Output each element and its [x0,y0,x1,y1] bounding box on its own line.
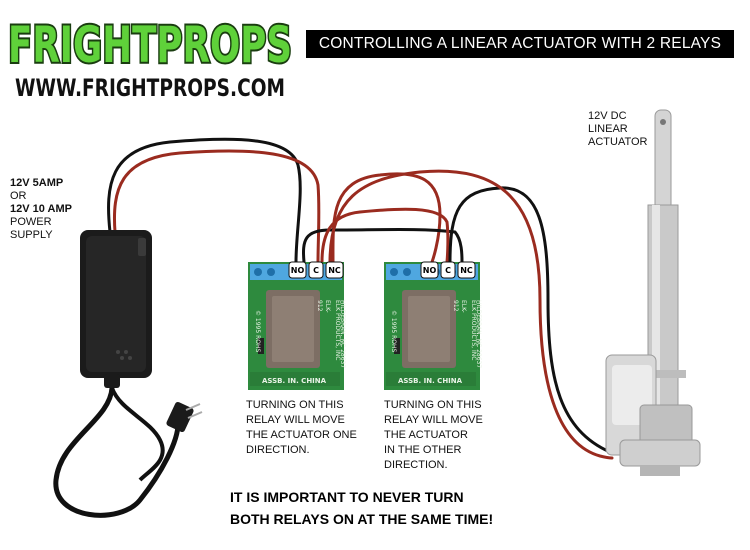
relay-2-terminal-no: NO [423,266,437,275]
relay-1-maker: ELK PRODUCTS, INC [334,300,341,360]
relay-2-caption-line: THE ACTUATOR [384,429,468,441]
relay-1-assembly: ASSB. IN. CHINA [262,377,327,385]
relay-2-caption-line: TURNING ON THIS [384,399,482,411]
relay-2-board [384,262,480,390]
wire-psu-red [113,149,321,264]
relay-1-caption-line: RELAY WILL MOVE [246,414,345,426]
warning-text: IT IS IMPORTANT TO NEVER TURN BOTH RELAY… [230,486,530,530]
relay-2-assembly: ASSB. IN. CHINA [398,377,463,385]
fright-props-logo: FRIGHTPROPS WWW.FRIGHTPROPS.COM [6,14,294,102]
relay-1-rohs: © 1995 ROHS [254,310,261,352]
relay-2-part: ELK- [460,300,467,313]
actuator-label: 12V DC LINEAR ACTUATOR [588,110,688,149]
relay-2-address: HILDEBRAN, NC 28637 [475,300,482,368]
power-supply-label: 12V 5AMP OR 12V 10 AMP POWER SUPPLY [10,177,120,242]
relay-1-terminals: NO C NC [288,261,344,279]
wire-black-cross [302,228,464,264]
relay-2-terminal-nc: NC [460,266,473,275]
page-title: CONTROLLING A LINEAR ACTUATOR WITH 2 REL… [306,30,734,58]
psu-label-line-3: 12V 10 AMP [10,203,72,215]
power-supply [53,230,203,518]
wire-psu-black [107,137,302,264]
psu-label-line-4: POWER [10,216,52,228]
wire-red-cross-2 [320,207,450,264]
warning-line-2: BOTH RELAYS ON AT THE SAME TIME! [230,511,494,527]
relay-2-model: 912 [452,300,459,312]
relay-1-part: ELK- [324,300,331,313]
relay-1-board [248,262,344,390]
wire-actuator-black [448,186,612,454]
logo-brand: FRIGHTPROPS [8,16,292,74]
psu-label-line-5: SUPPLY [10,229,53,241]
warning-line-1: IT IS IMPORTANT TO NEVER TURN [230,489,464,505]
relay-1-terminal-nc: NC [328,266,341,275]
relay-2-caption-line: RELAY WILL MOVE [384,414,483,426]
relay-2-caption-line: IN THE OTHER [384,444,462,456]
relay-1-caption-line: TURNING ON THIS [246,399,344,411]
relay-1-terminal-no: NO [291,266,305,275]
relay-1-model: 912 [316,300,323,312]
relay-1-caption-line: DIRECTION. [246,444,310,456]
actuator-label-line-2: LINEAR [588,123,628,135]
wire-red-cross-1 [331,172,442,264]
relay-2-caption: TURNING ON THIS RELAY WILL MOVE THE ACTU… [384,398,514,473]
wire-actuator-red [328,169,614,460]
relay-1-caption: TURNING ON THIS RELAY WILL MOVE THE ACTU… [246,398,376,458]
relay-1-terminal-c: C [313,266,319,275]
psu-label-line-2: OR [10,190,27,202]
relay-2-terminals: NO C NC [420,261,476,279]
psu-label-line-1: 12V 5AMP [10,177,64,189]
relay-2-terminal-c: C [445,266,451,275]
logo-url: WWW.FRIGHTPROPS.COM [15,74,285,102]
relay-1-caption-line: THE ACTUATOR ONE [246,429,357,441]
wires [107,137,614,460]
actuator-label-line-3: ACTUATOR [588,136,648,148]
relay-1-address: HILDEBRAN, NC 28637 [339,300,346,368]
linear-actuator [605,109,701,476]
actuator-label-line-1: 12V DC [588,110,627,122]
relay-2-caption-line: DIRECTION. [384,459,448,471]
relay-2-maker: ELK PRODUCTS, INC [470,300,477,360]
relay-2-rohs: © 1995 ROHS [390,310,397,352]
